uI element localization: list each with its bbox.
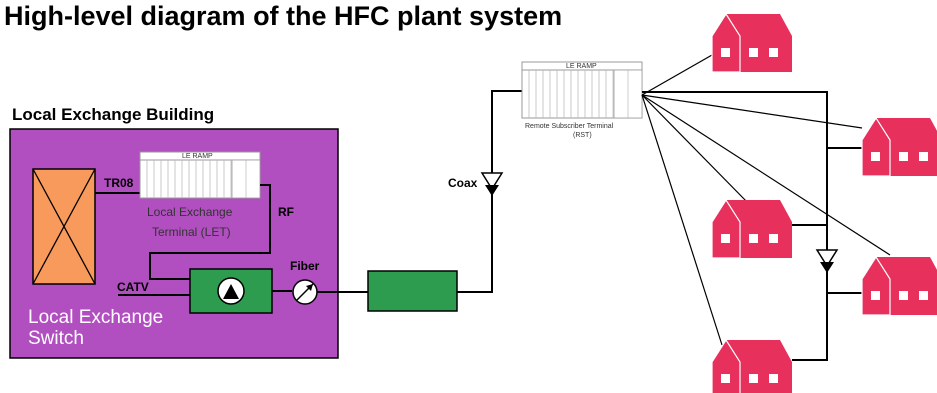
- switch-label-line2: Switch: [28, 328, 84, 349]
- coax-amplifier-icon: [480, 172, 504, 196]
- house-icon: [711, 12, 792, 73]
- fiber-node: [367, 270, 458, 312]
- diagram-title: High-level diagram of the HFC plant syst…: [4, 1, 562, 31]
- catv-label: CATV: [117, 280, 149, 294]
- fiber-label: Fiber: [290, 259, 320, 273]
- distribution-amplifier-icon: [815, 249, 839, 273]
- let-label-line2: Terminal (LET): [152, 225, 231, 239]
- drop-lines: [641, 54, 891, 361]
- building-label: Local Exchange Building: [12, 105, 214, 124]
- amplifier-icon: [217, 277, 245, 305]
- tr08-label: TR08: [104, 176, 134, 190]
- house-icon: [861, 116, 937, 177]
- house-icon: [711, 198, 792, 259]
- let-label-line1: Local Exchange: [147, 205, 233, 219]
- rf-link: [149, 184, 271, 280]
- rst-header: LE RAMP: [566, 63, 597, 70]
- switch-label-line1: Local Exchange: [28, 307, 163, 328]
- house-icon: [861, 255, 937, 316]
- house-icon: [711, 338, 792, 393]
- rf-label: RF: [278, 205, 294, 219]
- optical-coupler-icon: [292, 279, 318, 305]
- rst-label-line1: Remote Subscriber Terminal: [525, 123, 614, 130]
- coax-label: Coax: [448, 176, 478, 190]
- local-exchange-switch-block: [32, 168, 96, 285]
- rst-rack: [521, 61, 643, 119]
- let-header: LE RAMP: [182, 153, 213, 160]
- let-rack: [139, 151, 261, 199]
- rst-label-line2: (RST): [573, 132, 592, 139]
- houses: [711, 12, 937, 393]
